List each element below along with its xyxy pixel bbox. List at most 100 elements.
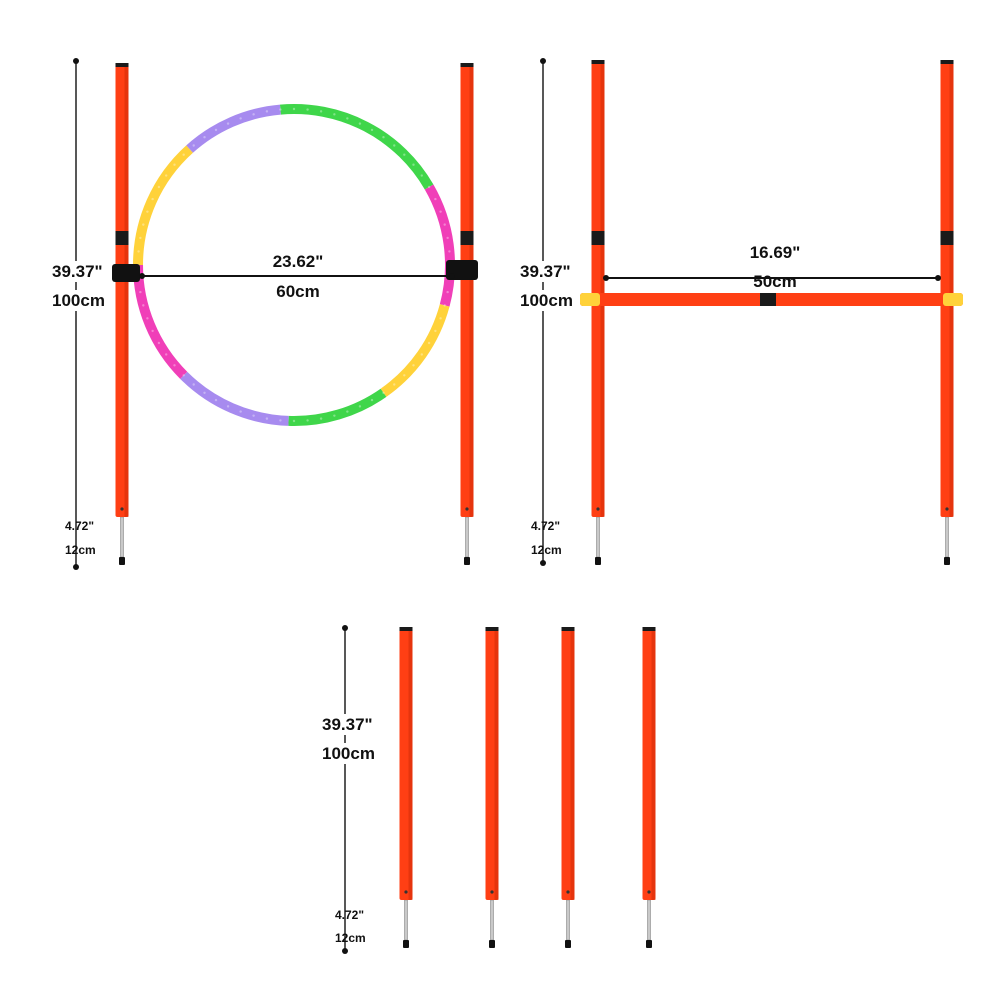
hoop-height-dimension: [73, 58, 79, 570]
pole-rivet: [566, 890, 570, 894]
pole-shade: [124, 63, 129, 517]
ground-spike: [596, 516, 600, 558]
hoop-bead: [412, 163, 415, 166]
pole-rivet: [647, 890, 651, 894]
bar-width-cm-label: 50cm: [753, 272, 797, 291]
hoop-height-inches-label: 39.37": [49, 261, 106, 282]
hoop-height-cm-label: 100cm: [49, 290, 108, 311]
ground-spike: [120, 516, 124, 558]
hoop-bead: [412, 364, 415, 367]
pole-cap: [485, 627, 499, 631]
spike-tip: [489, 940, 495, 948]
hoop-bead: [165, 353, 168, 356]
hoop-segment: [133, 145, 193, 266]
hoop-bead: [319, 417, 323, 420]
hoop-segment: [288, 388, 387, 426]
dimension-endpoint: [540, 560, 546, 566]
hoop-bead: [165, 174, 168, 177]
pole-cap: [642, 627, 656, 631]
pole-cap: [460, 63, 474, 67]
hoop-jump-set: [73, 58, 478, 570]
dimension-endpoint: [342, 625, 348, 631]
pole-rivet: [465, 507, 469, 511]
hoop-bead: [420, 353, 423, 356]
spike-tip: [119, 557, 125, 565]
hoop-bead: [403, 153, 406, 156]
hoop-bead: [434, 329, 437, 333]
hoop-bead: [192, 383, 195, 386]
dimension-endpoint: [935, 275, 941, 281]
hoop-bead: [173, 364, 176, 367]
hoop-right-pole: [460, 63, 474, 565]
pole-joint-band: [460, 231, 474, 245]
pole-cap: [561, 627, 575, 631]
hoop-bead: [382, 391, 385, 394]
dimension-endpoint: [73, 58, 79, 64]
hoop-bead: [182, 374, 185, 377]
pole-rivet: [945, 507, 949, 511]
hoop-bead: [192, 144, 195, 147]
hoop-bead: [382, 136, 385, 139]
pole-rivet: [404, 890, 408, 894]
spike-tip: [944, 557, 950, 565]
dimension-endpoint: [540, 58, 546, 64]
crossbar-end-right: [943, 293, 963, 306]
bar-jump-set: [540, 58, 963, 566]
pole-shade: [570, 627, 575, 900]
weave-pole: [399, 627, 413, 948]
hoop-bead: [292, 419, 296, 423]
hoop-bead: [446, 290, 449, 294]
pole-cap: [115, 63, 129, 67]
dimension-endpoint: [603, 275, 609, 281]
hoop-bead: [139, 290, 142, 294]
hoop-bead: [439, 317, 442, 320]
hoop-bead: [173, 163, 176, 166]
weave-spike-inches-label: 4.72": [335, 908, 365, 922]
pole-shade: [408, 627, 413, 900]
crossbar-end-left: [580, 293, 600, 306]
pole-rivet: [120, 507, 124, 511]
hoop-bead: [358, 122, 362, 125]
hoop-bead: [443, 304, 446, 307]
hoop-bead: [151, 197, 154, 201]
hoop-bead: [137, 250, 140, 253]
hoop-bead: [265, 110, 269, 113]
pole-cap: [591, 60, 605, 64]
hoop-bead: [182, 153, 185, 156]
pole-cap: [940, 60, 954, 64]
hoop-width-inches-label: 23.62": [269, 251, 327, 272]
hoop-bead: [346, 410, 349, 413]
hoop-bead: [265, 417, 269, 420]
hoop-bead: [146, 317, 149, 320]
hoop-left-pole: [115, 63, 129, 565]
dimension-endpoint: [342, 948, 348, 954]
bar-width-inches-label: 16.69": [746, 242, 804, 263]
crossbar-joint: [760, 293, 776, 306]
hoop-bead: [370, 128, 374, 132]
dimension-endpoint: [449, 273, 455, 279]
hoop-bead: [214, 398, 218, 402]
ground-spike: [566, 899, 570, 941]
spike-tip: [403, 940, 409, 948]
hoop-bead: [319, 110, 323, 113]
hoop-spike-inches-label: 4.72": [65, 519, 95, 533]
bar-spike-inches-label: 4.72": [531, 519, 561, 533]
hoop-bead: [333, 414, 336, 417]
weave-height-dimension: [342, 625, 348, 954]
hoop-bead: [226, 405, 230, 408]
hoop-bead: [151, 329, 154, 333]
hoop-bead: [146, 210, 149, 213]
ground-spike: [647, 899, 651, 941]
pole-joint-band: [591, 231, 605, 245]
hoop-bead: [279, 108, 282, 111]
ground-spike: [404, 899, 408, 941]
hoop-bead: [279, 419, 282, 422]
weave-pole: [561, 627, 575, 948]
hoop-bead: [358, 405, 362, 408]
hoop-bead: [427, 185, 431, 189]
pole-cap: [399, 627, 413, 631]
hoop-bead: [306, 108, 309, 111]
hoop-bead: [139, 236, 142, 240]
hoop-bead: [142, 304, 145, 307]
